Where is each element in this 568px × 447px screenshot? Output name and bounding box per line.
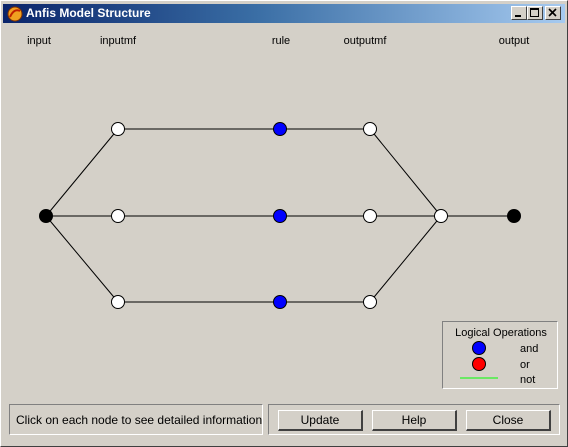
column-label-output: output — [498, 35, 530, 47]
rule-node-2[interactable] — [273, 209, 287, 223]
network-graph — [39, 122, 521, 309]
close-icon — [548, 8, 557, 17]
input-node[interactable] — [39, 209, 53, 223]
window-title: Anfis Model Structure — [26, 6, 151, 20]
model-structure-canvas: input inputmf rule outputmf output — [1, 25, 568, 395]
column-label-input: input — [27, 35, 51, 47]
button-panel: Update Help Close — [268, 404, 560, 435]
outputmf-node-3[interactable] — [363, 295, 377, 309]
title-bar[interactable]: Anfis Model Structure — [3, 4, 565, 23]
status-message: Click on each node to see detailed infor… — [16, 413, 263, 427]
edge — [369, 128, 442, 217]
update-button[interactable]: Update — [278, 410, 363, 431]
legend-symbols — [460, 341, 498, 379]
logical-operations-legend: Logical Operations and or not — [442, 321, 558, 389]
edge — [369, 215, 442, 303]
maximize-icon — [530, 8, 539, 17]
column-label-inputmf: inputmf — [99, 35, 137, 47]
rule-node-3[interactable] — [273, 295, 287, 309]
outputmf-node-2[interactable] — [363, 209, 377, 223]
matlab-app-icon — [7, 6, 23, 22]
column-label-outputmf: outputmf — [343, 35, 387, 47]
output-node[interactable] — [507, 209, 521, 223]
minimize-button[interactable] — [511, 6, 527, 20]
aggregate-node[interactable] — [434, 209, 448, 223]
help-button[interactable]: Help — [372, 410, 457, 431]
close-window-button[interactable] — [545, 6, 561, 20]
inputmf-node-2[interactable] — [111, 209, 125, 223]
inputmf-node-1[interactable] — [111, 122, 125, 136]
or-symbol-icon — [472, 357, 486, 371]
legend-label-or: or — [520, 359, 530, 371]
legend-label-not: not — [520, 374, 536, 386]
inputmf-node-3[interactable] — [111, 295, 125, 309]
and-symbol-icon — [472, 341, 486, 355]
legend-label-and: and — [520, 343, 539, 355]
rule-node-1[interactable] — [273, 122, 287, 136]
legend-title: Logical Operations — [455, 327, 547, 339]
status-panel: Click on each node to see detailed infor… — [9, 404, 263, 435]
edge — [45, 128, 119, 217]
minimize-icon — [515, 15, 521, 17]
edge — [45, 215, 119, 303]
maximize-button[interactable] — [527, 6, 543, 20]
graph-edges — [45, 128, 514, 303]
close-button[interactable]: Close — [466, 410, 551, 431]
column-label-rule: rule — [271, 35, 291, 47]
outputmf-node-1[interactable] — [363, 122, 377, 136]
